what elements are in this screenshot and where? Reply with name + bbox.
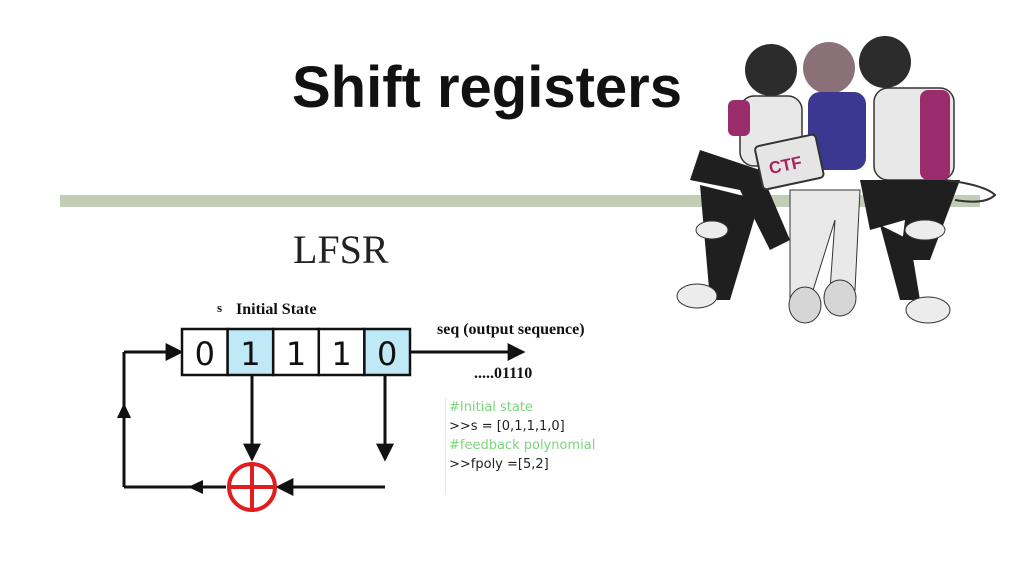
code-snippet: #Initial state >>s = [0,1,1,1,0] #feedba… (445, 398, 614, 494)
code-feedback-polynomial: >>fpoly =[5,2] (449, 457, 549, 472)
register-bit-label: 0 (377, 335, 397, 373)
lfsr-heading: LFSR (293, 227, 389, 272)
register-bit-label: 1 (286, 335, 306, 373)
code-initial-state: >>s = [0,1,1,1,0] (449, 419, 565, 434)
s-label: s (217, 300, 222, 315)
register-cell (317, 327, 366, 377)
output-sequence-value: .....01110 (474, 365, 532, 382)
register-bit-label: 0 (195, 335, 215, 373)
register-bit-label: 1 (240, 335, 260, 373)
feedback-arrowhead-up (117, 403, 131, 418)
code-comment-initial-state: #Initial state (449, 400, 533, 415)
initial-state-label: Initial State (236, 301, 316, 318)
feedback-arrowhead-left (188, 480, 203, 494)
register-cell (363, 327, 412, 377)
ctf-students-illustration: CTF (676, 36, 997, 324)
code-comment-feedback-polynomial: #feedback polynomial (449, 438, 596, 453)
register-cell (271, 327, 321, 377)
register-cell (226, 327, 275, 377)
output-sequence-label: seq (output sequence) (437, 321, 585, 338)
register-bit-label: 1 (331, 335, 351, 373)
slide-title: Shift registers (292, 55, 682, 120)
xor-icon (227, 462, 277, 512)
